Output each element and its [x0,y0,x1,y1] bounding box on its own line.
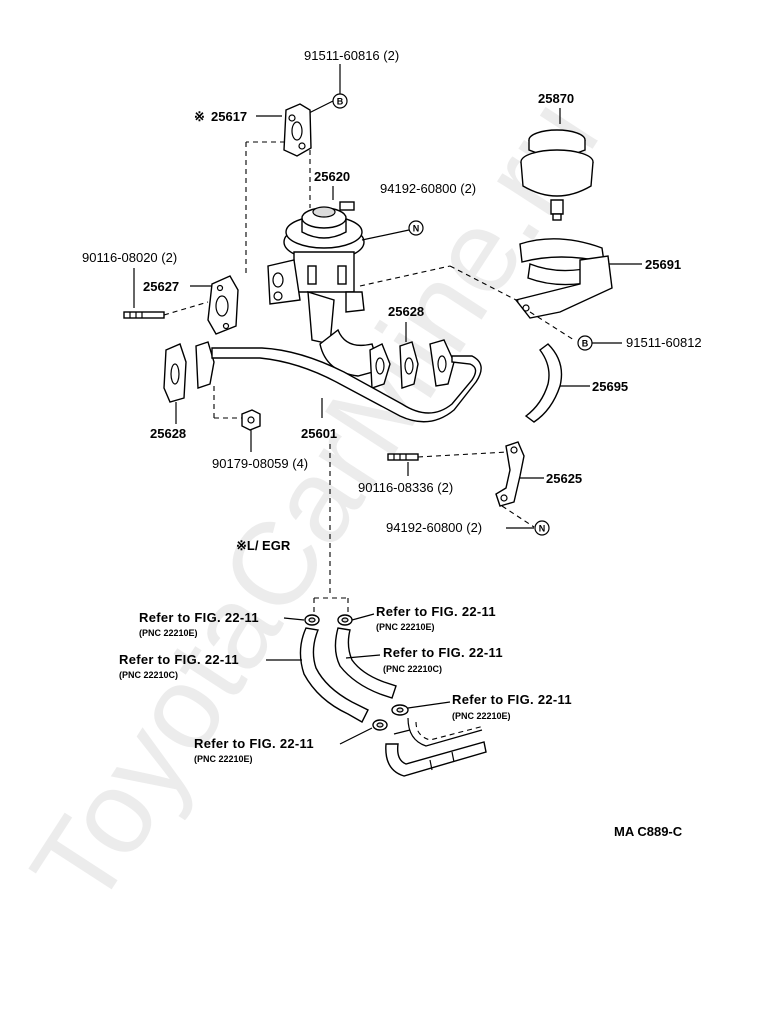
ref-pnc: (PNC 22210E) [139,628,198,638]
part-label-94192-60800-top[interactable]: 94192-60800 (2) [380,181,476,196]
part-label-25620[interactable]: 25620 [314,169,350,184]
egr-vacuum-modulator-25870[interactable] [520,129,594,221]
svg-text:N: N [539,524,546,534]
ref-label-group[interactable]: Refer to FIG. 22-11 (PNC 22210E) [194,736,314,764]
gasket-25628-a[interactable] [369,343,391,389]
ref-label-group[interactable]: Refer to FIG. 22-11 (PNC 22210C) [119,652,239,680]
hose-clamp-icon[interactable] [391,704,409,716]
nut-90179-08059-icon[interactable] [241,409,261,431]
part-label-25625[interactable]: 25625 [546,471,582,486]
dashed-guide [163,301,209,316]
svg-text:B: B [582,339,589,349]
ref-pnc: (PNC 22210C) [119,670,178,680]
leader-line [351,613,375,621]
part-label-25870[interactable]: 25870 [538,91,574,106]
leader-line [361,229,410,241]
ref-pnc: (PNC 22210C) [383,664,442,674]
bolt-symbol-b-icon: B [577,335,593,351]
ref-pnc: (PNC 22210E) [194,754,253,764]
part-label-25628-left[interactable]: 25628 [150,426,186,441]
flange-25601[interactable] [429,339,455,387]
ref-pnc: (PNC 22210E) [452,711,511,721]
part-mark-25617: ※ [194,109,205,124]
part-label-25691[interactable]: 25691 [645,257,681,272]
bracket-25625[interactable] [495,441,525,507]
water-pipe-assembly[interactable] [385,717,487,777]
part-label-25628-top[interactable]: 25628 [388,304,424,319]
ref-label[interactable]: Refer to FIG. 22-11 [119,652,239,667]
part-label-90179-08059[interactable]: 90179-08059 (4) [212,456,308,471]
egr-hose-left[interactable] [299,627,369,723]
part-label-90116-08336[interactable]: 90116-08336 (2) [358,480,453,495]
ref-label-group[interactable]: Refer to FIG. 22-11 (PNC 22210E) [139,610,259,638]
ref-label[interactable]: Refer to FIG. 22-11 [194,736,314,751]
hose-clamp-icon[interactable] [304,614,320,626]
part-label-90116-08020[interactable]: 90116-08020 (2) [82,250,177,265]
leader-line [339,727,373,745]
part-label-25617[interactable]: 25617 [211,109,247,124]
leader-line [407,701,451,709]
ref-label[interactable]: Refer to FIG. 22-11 [139,610,259,625]
hose-clamp-icon[interactable] [337,614,353,626]
svg-text:B: B [337,97,344,107]
ref-label[interactable]: Refer to FIG. 22-11 [383,645,503,660]
leader-line [283,617,305,621]
ref-pnc: (PNC 22210E) [376,622,435,632]
leader-line [345,654,381,659]
gasket-25628-b[interactable] [399,341,419,389]
part-label-25627[interactable]: 25627 [143,279,179,294]
ref-label[interactable]: Refer to FIG. 22-11 [452,692,572,707]
egr-pipe-25601[interactable] [195,341,482,423]
egr-valve-25620[interactable] [267,201,381,377]
egr-hose-right[interactable] [334,627,397,699]
part-label-25695[interactable]: 25695 [592,379,628,394]
part-label-94192-60800-bottom[interactable]: 94192-60800 (2) [386,520,482,535]
ref-label-group[interactable]: Refer to FIG. 22-11 (PNC 22210E) [452,692,572,721]
svg-text:N: N [413,224,420,234]
gasket-25617[interactable] [283,103,312,157]
dashed-guide [501,505,535,528]
ref-label-group[interactable]: Refer to FIG. 22-11 (PNC 22210C) [383,645,503,674]
ref-label[interactable]: Refer to FIG. 22-11 [376,604,496,619]
vacuum-hose-25695[interactable] [524,343,563,423]
ref-label-group[interactable]: Refer to FIG. 22-11 (PNC 22210E) [376,604,496,632]
dashed-guide [417,451,509,458]
gasket-25628-left[interactable] [163,343,187,403]
part-label-25601[interactable]: 25601 [301,426,337,441]
watermark: ToyotaCarMine.ru [6,76,624,929]
part-label-91511-60812[interactable]: 91511-60812 [626,335,702,350]
bracket-25691[interactable] [514,238,613,319]
part-label-91511-60816[interactable]: 91511-60816 (2) [304,48,399,63]
bolt-symbol-b-icon: B [332,93,348,109]
dashed-guide [449,265,521,303]
nut-symbol-n-icon: N [534,520,550,536]
gasket-25627[interactable] [207,275,239,335]
figure-code: MA C889-C [614,824,683,839]
stud-90116-08020[interactable] [123,311,165,319]
stud-90116-08336[interactable] [387,453,419,461]
nut-symbol-n-icon: N [408,220,424,236]
dashed-guide [359,265,451,287]
section-label-l-egr: ※L/ EGR [236,538,291,553]
hose-clamp-icon[interactable] [372,719,388,731]
leader-line [306,100,334,115]
